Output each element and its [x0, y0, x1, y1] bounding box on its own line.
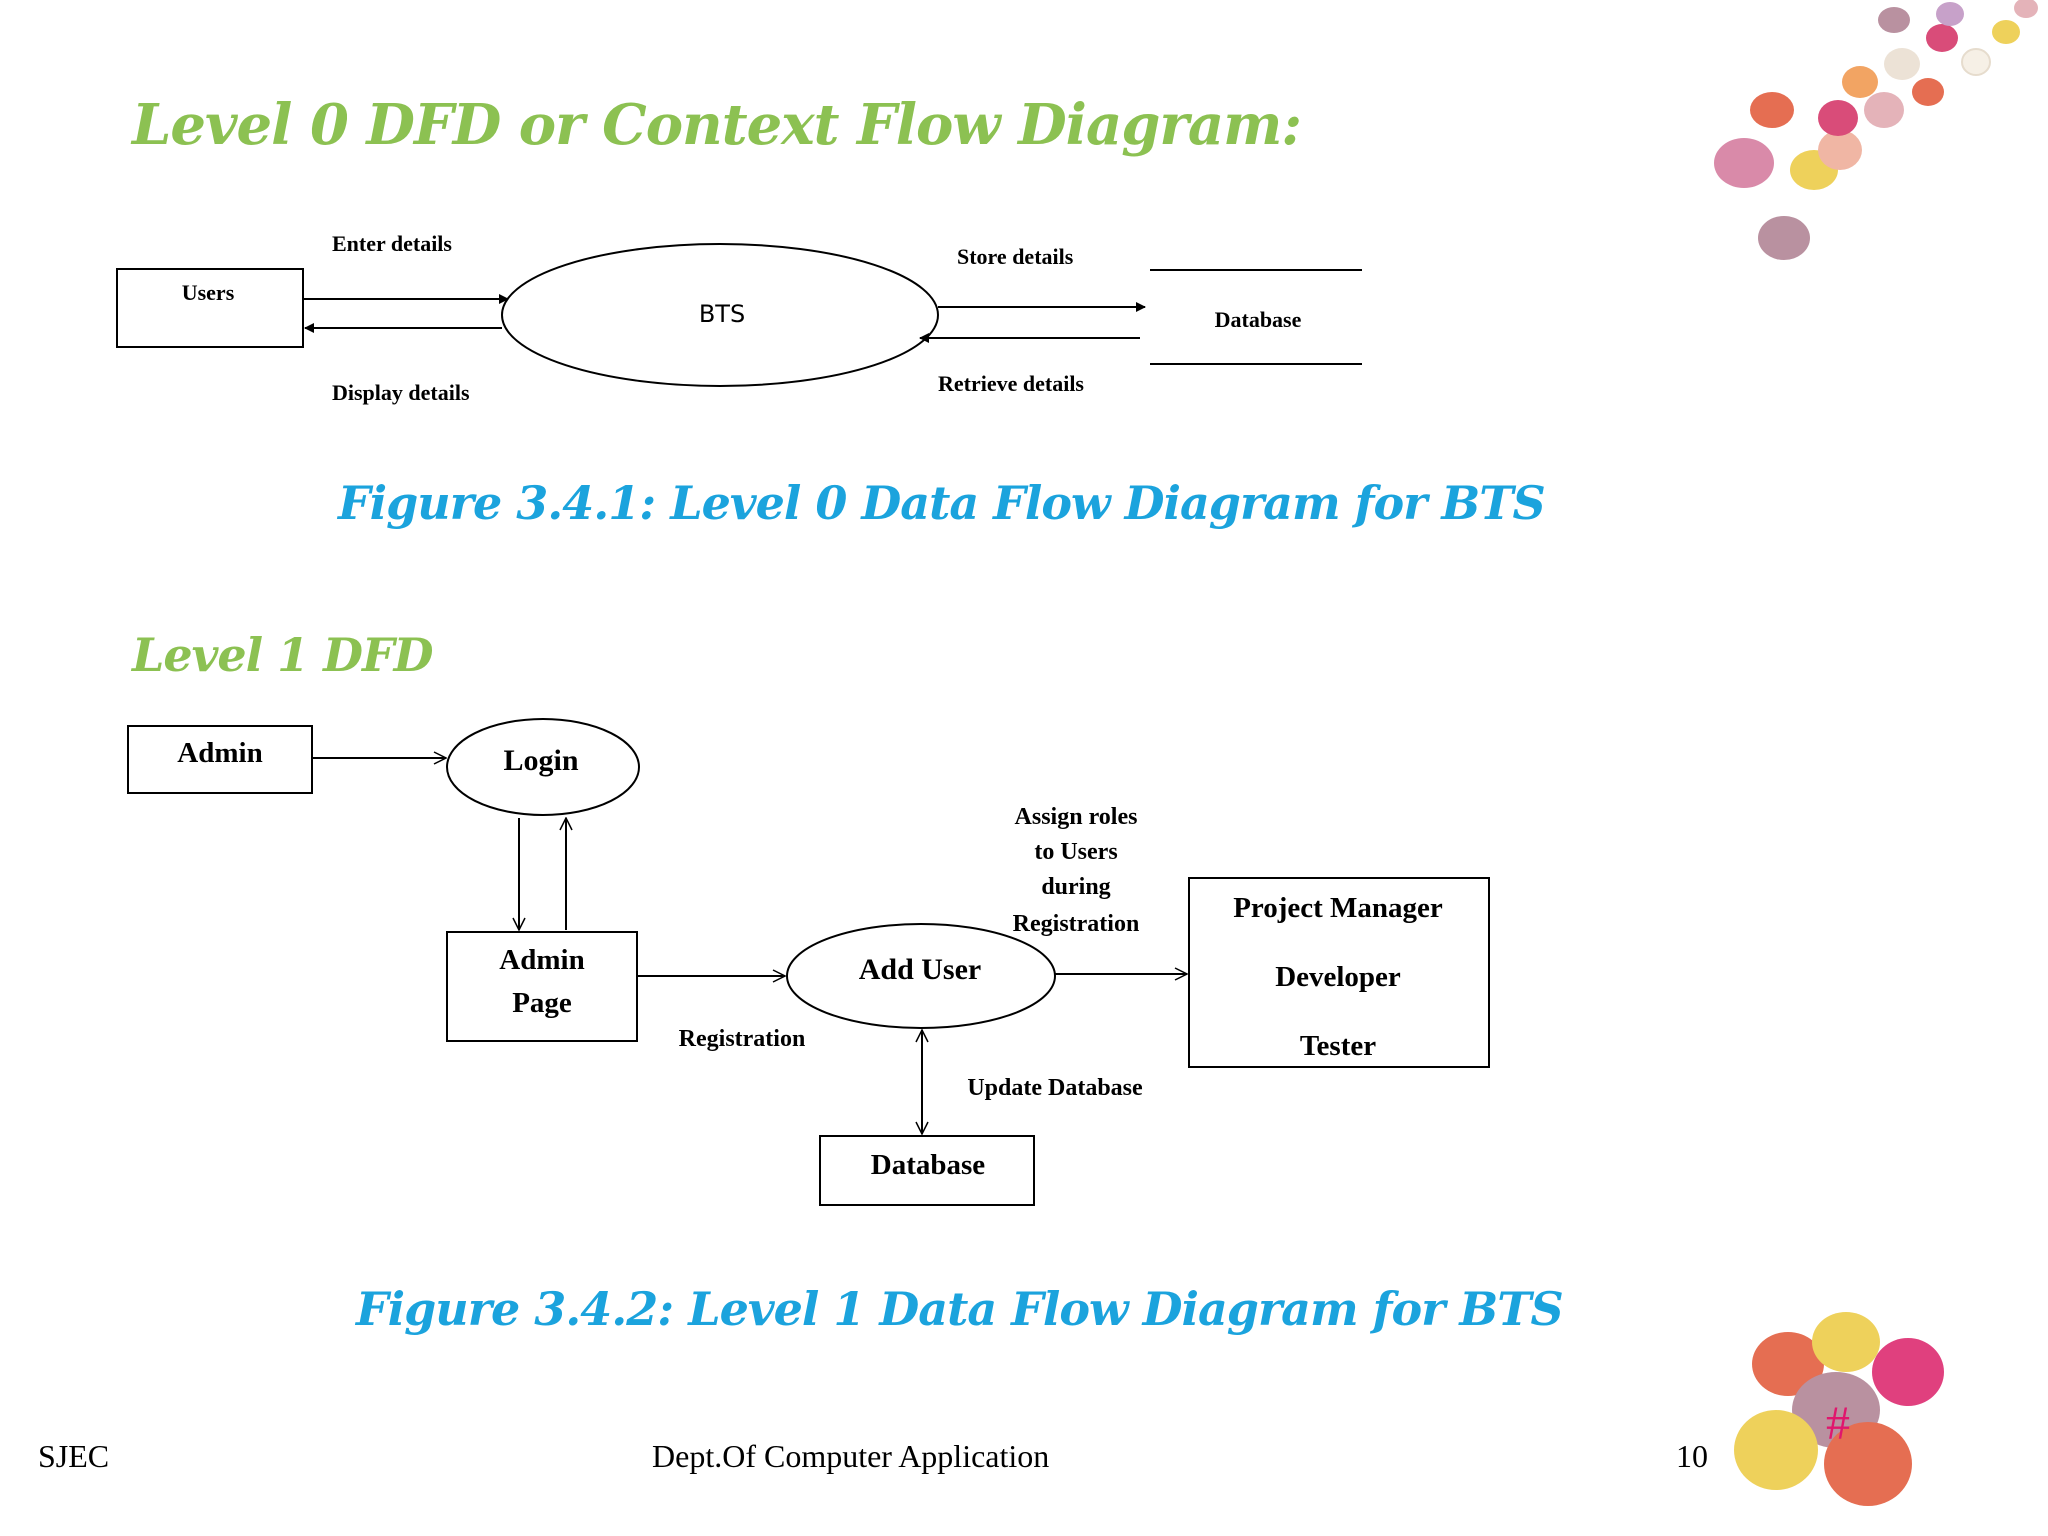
candy-egg: [1752, 1332, 1824, 1396]
assign-roles-label-line4: Registration: [1013, 911, 1140, 937]
login-process-label: Login: [503, 744, 578, 777]
registration-flow-label: Registration: [679, 1026, 806, 1052]
role-project-manager: Project Manager: [1233, 892, 1443, 924]
admin-entity-box: [127, 725, 313, 794]
candy-egg: [1824, 1422, 1912, 1506]
users-entity-label: Users: [182, 280, 235, 305]
role-tester: Tester: [1300, 1030, 1376, 1062]
candy-egg: [1818, 100, 1858, 136]
candy-egg: [1864, 92, 1904, 128]
figure-1-caption: Figure 3.4.1: Level 0 Data Flow Diagram …: [338, 476, 1546, 530]
candy-egg: [1734, 1410, 1818, 1490]
candy-egg: [1961, 48, 1991, 76]
level1-dfd-title: Level 1 DFD: [132, 628, 434, 682]
candy-egg: [2014, 0, 2038, 18]
add-user-process-label: Add User: [859, 953, 982, 986]
enter-details-label: Enter details: [332, 231, 452, 256]
footer-department: Dept.Of Computer Application: [652, 1438, 1050, 1474]
footer-page-number: 10: [1676, 1438, 1708, 1474]
footer-institution: SJEC: [38, 1438, 110, 1474]
update-database-label: Update Database: [967, 1075, 1143, 1101]
store-details-label: Store details: [957, 244, 1074, 269]
candy-egg: [1842, 66, 1878, 98]
candy-eggs-top-decoration: [1714, 0, 2038, 260]
slide-number-marker: #: [1826, 1397, 1850, 1450]
candy-egg: [1750, 92, 1794, 128]
candy-egg: [1992, 20, 2020, 44]
add-user-process-ellipse: [786, 923, 1056, 1029]
admin-page-label-line2: Page: [512, 987, 572, 1019]
admin-page-box: [446, 931, 638, 1042]
database-label: Database: [871, 1149, 986, 1181]
assign-roles-label-line1: Assign roles: [1015, 804, 1138, 830]
database-store-label: Database: [1215, 307, 1302, 332]
assign-roles-label-line3: during: [1041, 874, 1110, 900]
candy-egg: [1936, 2, 1964, 26]
candy-egg: [1714, 138, 1774, 188]
candy-egg: [1884, 48, 1920, 80]
candy-egg: [1812, 1312, 1880, 1372]
login-process-ellipse: [446, 718, 640, 816]
roles-box: [1188, 877, 1490, 1068]
assign-roles-label-line2: to Users: [1034, 839, 1117, 865]
level1-dfd-diagram: Admin Login Admin Page Add User Project …: [127, 718, 1490, 1206]
figure-2-caption: Figure 3.4.2: Level 1 Data Flow Diagram …: [356, 1282, 1564, 1336]
users-entity-box: [116, 268, 304, 348]
display-details-label: Display details: [332, 380, 470, 405]
database-box: [819, 1135, 1035, 1206]
bts-process-ellipse: [501, 243, 939, 387]
bts-process-label: BTS: [699, 300, 745, 328]
candy-egg: [1872, 1338, 1944, 1406]
candy-egg: [1878, 7, 1910, 33]
admin-entity-label: Admin: [177, 737, 262, 769]
level0-dfd-title: Level 0 DFD or Context Flow Diagram:: [132, 92, 1302, 158]
candy-eggs-bottom-decoration: [1734, 1312, 1944, 1506]
retrieve-details-label: Retrieve details: [938, 371, 1084, 396]
candy-egg: [1818, 130, 1862, 170]
candy-egg: [1912, 78, 1944, 106]
role-developer: Developer: [1275, 961, 1401, 993]
admin-page-label-line1: Admin: [499, 944, 584, 976]
candy-egg: [1926, 24, 1958, 52]
candy-egg: [1758, 216, 1810, 260]
